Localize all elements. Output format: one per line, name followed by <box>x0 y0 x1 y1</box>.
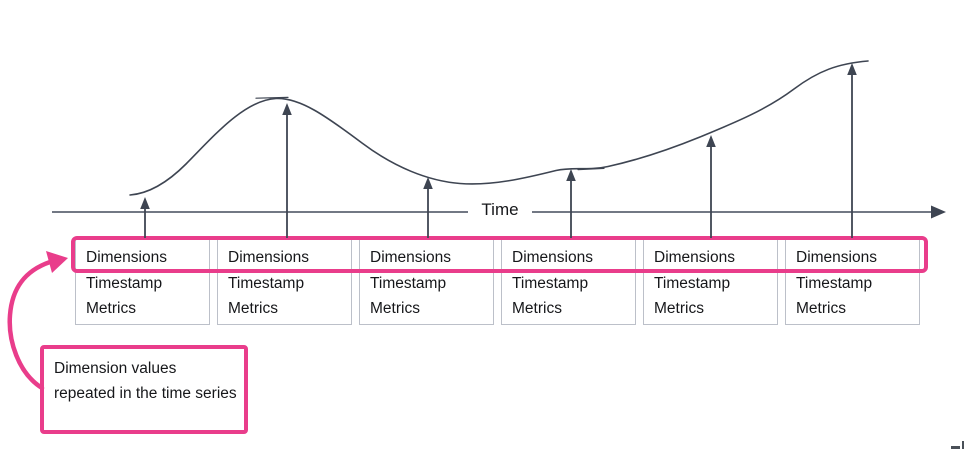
data-point-arrow <box>706 135 716 238</box>
data-point-arrow <box>140 197 150 238</box>
annotation-callout: Dimension values repeated in the time se… <box>40 345 248 434</box>
record-metrics-label: Metrics <box>86 300 136 317</box>
record-card: Dimensions Timestamp Metrics <box>217 238 352 325</box>
record-card: Dimensions Timestamp Metrics <box>75 238 210 325</box>
record-dimensions-label: Dimensions <box>370 249 451 266</box>
record-metrics-label: Metrics <box>228 300 278 317</box>
record-timestamp-label: Timestamp <box>370 274 447 292</box>
record-card: Dimensions Timestamp Metrics <box>501 238 636 325</box>
record-card: Dimensions Timestamp Metrics <box>359 238 494 325</box>
time-axis-arrowhead-icon <box>931 205 946 219</box>
record-metrics-label: Metrics <box>796 300 846 317</box>
record-timestamp-label: Timestamp <box>86 274 163 292</box>
time-axis-label: Time <box>481 200 519 219</box>
record-metrics-label: Metrics <box>654 300 704 317</box>
record-dimensions-label: Dimensions <box>512 249 593 266</box>
record-card: Dimensions Timestamp Metrics <box>643 238 778 325</box>
record-dimensions-label: Dimensions <box>654 249 735 266</box>
cropped-edge-artifact <box>951 441 964 449</box>
record-metrics-label: Metrics <box>370 300 420 317</box>
record-timestamp-label: Timestamp <box>796 274 873 292</box>
data-point-arrow <box>847 63 857 238</box>
record-timestamp-label: Timestamp <box>512 274 589 292</box>
data-point-arrow <box>566 169 576 238</box>
annotation-text: Dimension values repeated in the time se… <box>54 360 237 402</box>
time-series-curve <box>129 60 869 196</box>
record-timestamp-label: Timestamp <box>654 274 731 292</box>
callout-arrowhead-icon <box>46 251 68 273</box>
record-dimensions-label: Dimensions <box>86 249 167 266</box>
record-metrics-label: Metrics <box>512 300 562 317</box>
curve-overstroke-shoulder <box>577 167 605 171</box>
data-point-arrow <box>423 177 433 238</box>
record-dimensions-label: Dimensions <box>796 249 877 266</box>
record-timestamp-label: Timestamp <box>228 274 305 292</box>
dimensions-highlight-outline <box>71 236 928 273</box>
curve-overstroke-peak <box>255 96 289 99</box>
record-dimensions-label: Dimensions <box>228 249 309 266</box>
data-point-arrow <box>282 103 292 238</box>
